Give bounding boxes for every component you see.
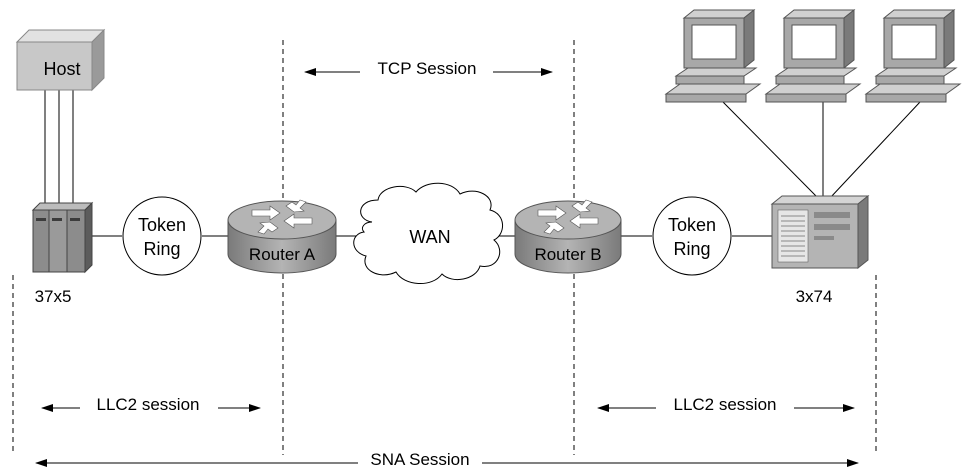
mainframe-host-icon: Host	[15, 28, 106, 92]
workstation-icon	[664, 8, 762, 103]
tcp-session: TCP Session	[304, 59, 553, 78]
link	[722, 101, 819, 199]
workstation-icon	[764, 8, 862, 103]
llc2-right-label: LLC2 session	[673, 395, 776, 414]
router-icon: Router A	[227, 199, 337, 274]
llc2-session-left: LLC2 session	[41, 395, 261, 414]
controller-label: 3x74	[796, 287, 833, 306]
llc2-session-right: LLC2 session	[597, 395, 855, 414]
fep-label: 37x5	[35, 287, 72, 306]
cloud-icon: WAN	[353, 182, 503, 284]
router-b-label: Router B	[534, 245, 601, 264]
token-ring-left-label-line2: Ring	[143, 239, 180, 259]
link	[829, 101, 921, 199]
tcp-session-label: TCP Session	[378, 59, 477, 78]
wan-label: WAN	[409, 227, 450, 247]
router-a-label: Router A	[249, 245, 316, 264]
token-ring-right-label-line1: Token	[668, 215, 716, 235]
sna-session-label: SNA Session	[370, 450, 469, 469]
router-icon: Router B	[514, 199, 622, 274]
token-ring-icon: Token Ring	[122, 196, 202, 276]
token-ring-left-label-line1: Token	[138, 215, 186, 235]
sna-session: SNA Session	[35, 450, 859, 469]
host-label: Host	[43, 59, 80, 79]
workstation-icon	[864, 8, 962, 103]
token-ring-right-label-line2: Ring	[673, 239, 710, 259]
token-ring-icon: Token Ring	[652, 196, 732, 276]
front-end-processor-icon: 37x5	[31, 201, 94, 306]
network-links	[44, 90, 921, 237]
llc2-left-label: LLC2 session	[96, 395, 199, 414]
cluster-controller-icon: 3x74	[770, 194, 870, 306]
